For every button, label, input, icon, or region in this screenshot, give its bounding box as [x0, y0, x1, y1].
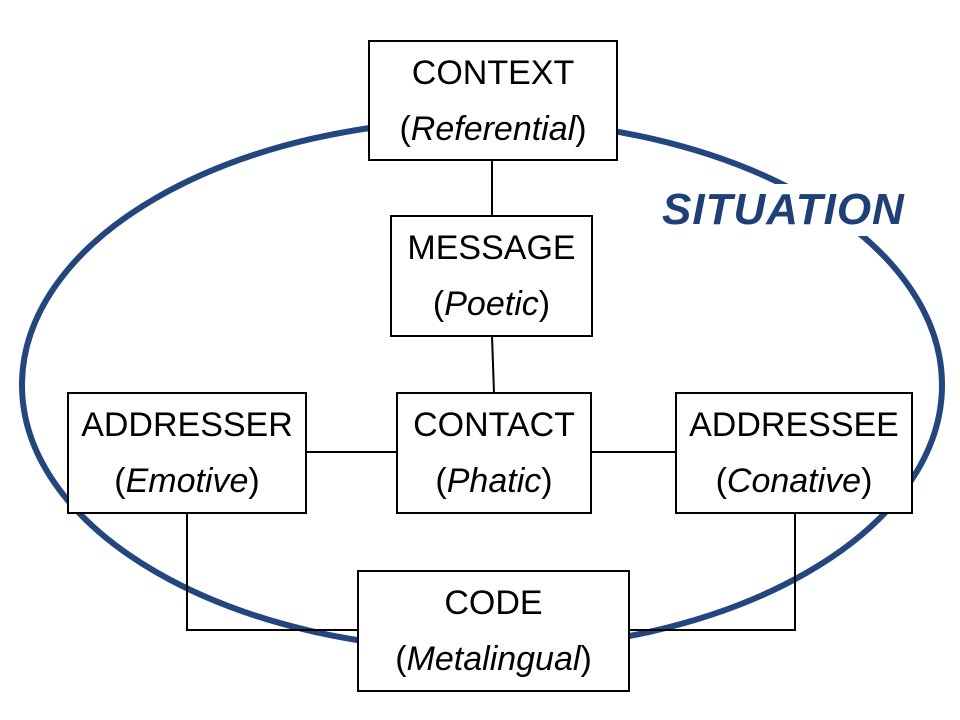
connector-addressee-code	[629, 513, 796, 631]
context-box: CONTEXT (Referential)	[368, 40, 618, 161]
contact-function: Phatic	[446, 462, 542, 500]
code-name: CODE	[444, 584, 543, 622]
contact-name: CONTACT	[413, 406, 575, 444]
situation-label: SITUATION	[658, 184, 909, 236]
context-function-line: (Referential)	[399, 109, 587, 148]
context-function: Referential	[410, 109, 576, 148]
code-box: CODE (Metalingual)	[357, 570, 630, 692]
addressee-box: ADDRESSEE (Conative)	[675, 392, 913, 514]
code-function-line: (Metalingual)	[395, 640, 592, 678]
context-name: CONTEXT	[411, 53, 575, 92]
message-box: MESSAGE (Poetic)	[390, 215, 593, 337]
code-function: Metalingual	[406, 640, 581, 678]
message-function-line: (Poetic)	[432, 285, 551, 323]
addresser-box: ADDRESSER (Emotive)	[67, 392, 307, 514]
connector-addresser-code	[186, 513, 358, 631]
message-function: Poetic	[444, 285, 539, 323]
contact-box: CONTACT (Phatic)	[396, 392, 592, 514]
addresser-name: ADDRESSER	[81, 406, 293, 444]
connector-message-contact	[491, 335, 495, 394]
addresser-function-line: (Emotive)	[114, 462, 260, 500]
addressee-function: Conative	[726, 462, 862, 500]
message-name: MESSAGE	[407, 229, 576, 267]
addresser-function: Emotive	[125, 462, 249, 500]
addressee-name: ADDRESSEE	[689, 406, 899, 444]
contact-function-line: (Phatic)	[435, 462, 553, 500]
addressee-function-line: (Conative)	[715, 462, 873, 500]
